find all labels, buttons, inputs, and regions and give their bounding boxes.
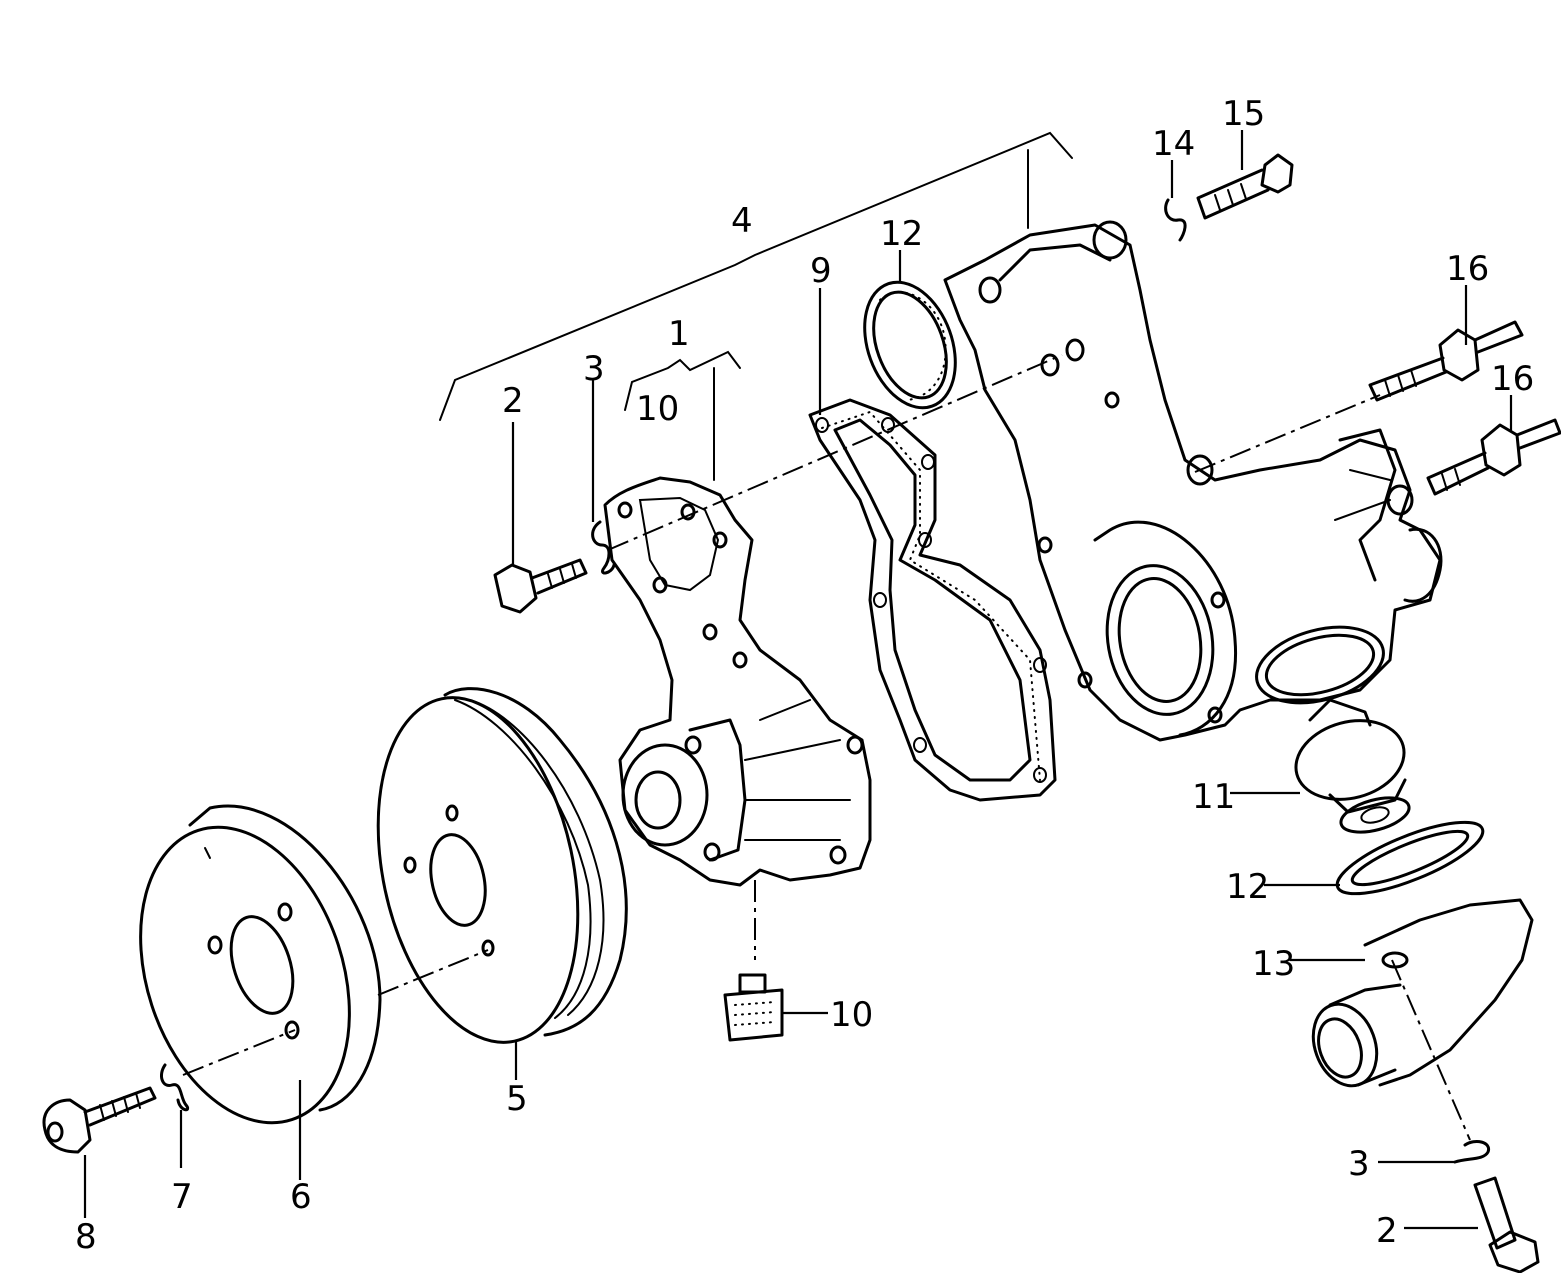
- pump-housing-4: [943, 220, 1443, 742]
- assembly-bracket-4: [439, 131, 1073, 421]
- plug-10: [723, 973, 784, 1042]
- callout-5: 5: [506, 1079, 528, 1119]
- gasket-9: [808, 398, 1057, 802]
- callout-1: 1: [668, 314, 690, 354]
- callout-15: 15: [1222, 94, 1265, 134]
- callout-3-right: 3: [1348, 1144, 1370, 1184]
- callout-2-left: 2: [502, 381, 524, 421]
- thermostat-11: [1294, 698, 1411, 834]
- callout-2-right: 2: [1376, 1211, 1398, 1251]
- callout-12-top: 12: [880, 214, 923, 254]
- callout-16-upper: 16: [1446, 249, 1489, 289]
- callout-7: 7: [171, 1177, 193, 1217]
- callout-labels: 1 10 2 3 4 9 12 14 15 16 16 11 12 13 10 …: [75, 94, 1534, 1257]
- gasket-12-right: [1335, 820, 1485, 896]
- callout-10-plug: 10: [830, 995, 873, 1035]
- flange-bolt-8: [42, 1086, 157, 1154]
- assembly-bracket-1: [624, 350, 741, 481]
- washer-3-left: [591, 520, 616, 575]
- hex-bolt-15: [1196, 153, 1294, 220]
- callout-13: 13: [1252, 944, 1295, 984]
- callout-9: 9: [810, 251, 832, 291]
- o-ring-12-top: [863, 280, 957, 410]
- callout-12-right: 12: [1226, 867, 1269, 907]
- callout-3-left: 3: [583, 349, 605, 389]
- callout-8: 8: [75, 1217, 97, 1257]
- callout-6: 6: [290, 1177, 312, 1217]
- washer-14: [1164, 198, 1187, 242]
- callout-16-lower: 16: [1491, 359, 1534, 399]
- spring-washer-7: [160, 1063, 190, 1112]
- leader-lines: [83, 130, 1513, 1230]
- callout-10-bracket: 10: [636, 389, 679, 429]
- stud-16-lower: [1426, 418, 1561, 496]
- water-pump-1: [603, 476, 872, 887]
- stud-16-upper: [1368, 320, 1524, 402]
- pulley-5: [376, 687, 628, 1044]
- hex-bolt-2-left: [493, 558, 588, 614]
- callout-4: 4: [731, 201, 753, 241]
- callout-14: 14: [1152, 124, 1195, 164]
- thermostat-cover-13: [1311, 898, 1534, 1088]
- pulley-6: [139, 804, 382, 1125]
- washer-3-right: [1453, 1140, 1491, 1164]
- callout-11: 11: [1192, 777, 1235, 817]
- hex-bolt-2-right: [1473, 1176, 1540, 1273]
- assembly-axes: [182, 354, 1471, 1141]
